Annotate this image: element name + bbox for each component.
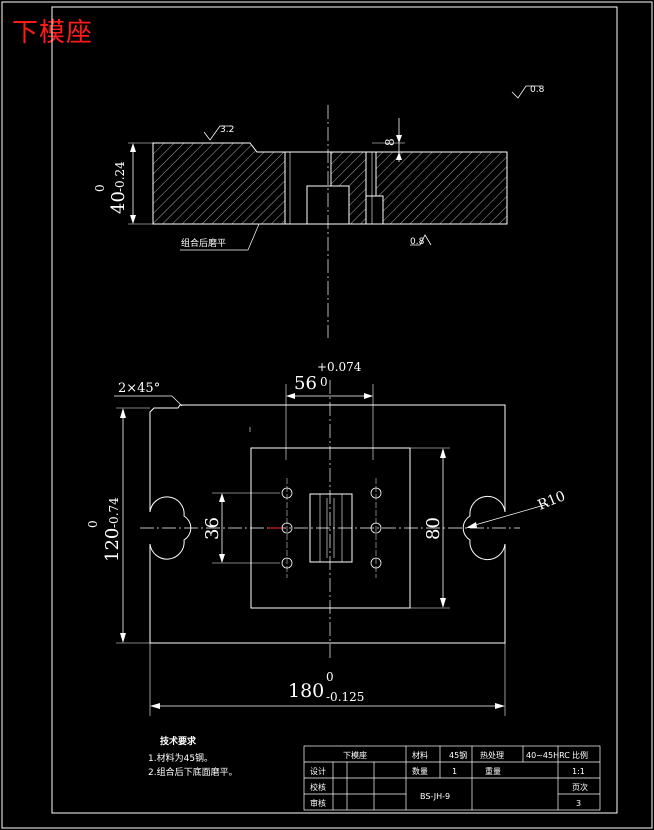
tb-weight-label: 重量	[485, 766, 501, 776]
tb-qty-label: 数量	[412, 766, 428, 776]
title-block-text: 下模座 材料 45钢 热处理 40~45HRC 比例 设计 数量 1 重量 1:…	[310, 750, 588, 808]
section-view: 40 0 -0.24 8 3.2 0.8 0.8 组合后磨平	[93, 85, 545, 338]
plate-outline	[149, 404, 506, 644]
thickness-dim: 40	[108, 191, 129, 214]
svg-text:0.8: 0.8	[530, 85, 545, 95]
tech-item-2: 2.组合后下底面磨平。	[148, 766, 238, 778]
svg-text:0.8: 0.8	[410, 237, 425, 247]
tb-scale-value: 1:1	[572, 767, 585, 776]
depth-dim: 8	[383, 138, 397, 146]
slot-tol-lower: 0	[320, 375, 328, 389]
tech-heading: 技术要求	[160, 735, 197, 747]
slot-tol-upper: +0.074	[317, 360, 362, 374]
tb-qty-value: 1	[452, 767, 457, 776]
height-dim: 120	[102, 528, 123, 562]
tech-requirements: 技术要求 1.材料为45钢。 2.组合后下底面磨平。	[148, 735, 238, 778]
tb-approve-label: 审核	[310, 798, 326, 808]
radius-dim: R10	[536, 488, 568, 513]
length-tol-lower: -0.125	[326, 690, 364, 704]
tb-heat-value: 40~45HRC	[526, 751, 570, 760]
roughness-symbol-bottom: 0.8	[410, 234, 432, 247]
tb-material-value: 45钢	[449, 750, 467, 760]
height-tol-upper: 0	[86, 520, 100, 528]
length-tol-upper: 0	[326, 670, 334, 684]
tb-heat-label: 热处理	[480, 750, 504, 760]
thickness-tol-lower: -0.24	[113, 161, 127, 192]
tb-sheet-value: 3	[576, 799, 581, 808]
inner-border	[51, 6, 618, 814]
roughness-symbol-main: 3.2	[203, 125, 234, 141]
thickness-tol-upper: 0	[93, 184, 107, 192]
chamfer-dim: 2×45°	[118, 381, 160, 396]
height-tol-lower: -0.74	[107, 497, 121, 528]
svg-text:3.2: 3.2	[220, 125, 234, 135]
grind-note: 组合后磨平	[181, 237, 226, 249]
hole-spacing-dim: 36	[202, 517, 223, 540]
title-block	[303, 745, 601, 811]
tech-item-1: 1.材料为45钢。	[148, 752, 213, 764]
tb-drawing-no: BS-JH-9	[420, 792, 450, 801]
tb-scale-label: 比例	[572, 750, 588, 760]
tb-part-name: 下模座	[343, 750, 367, 760]
tb-check-label: 校核	[310, 782, 326, 792]
roughness-symbol-top: 0.8	[511, 85, 545, 99]
tb-design-label: 设计	[310, 766, 326, 776]
tb-sheet-label: 页次	[572, 782, 588, 792]
length-dim: 180	[288, 680, 324, 702]
tb-material-label: 材料	[412, 750, 428, 760]
slot-width-dim: 56	[294, 373, 317, 394]
plan-view: 56 +0.074 0 2×45° 120 0 -0.74 36 80 R10	[86, 360, 568, 716]
inner-height-dim: 80	[423, 517, 444, 540]
